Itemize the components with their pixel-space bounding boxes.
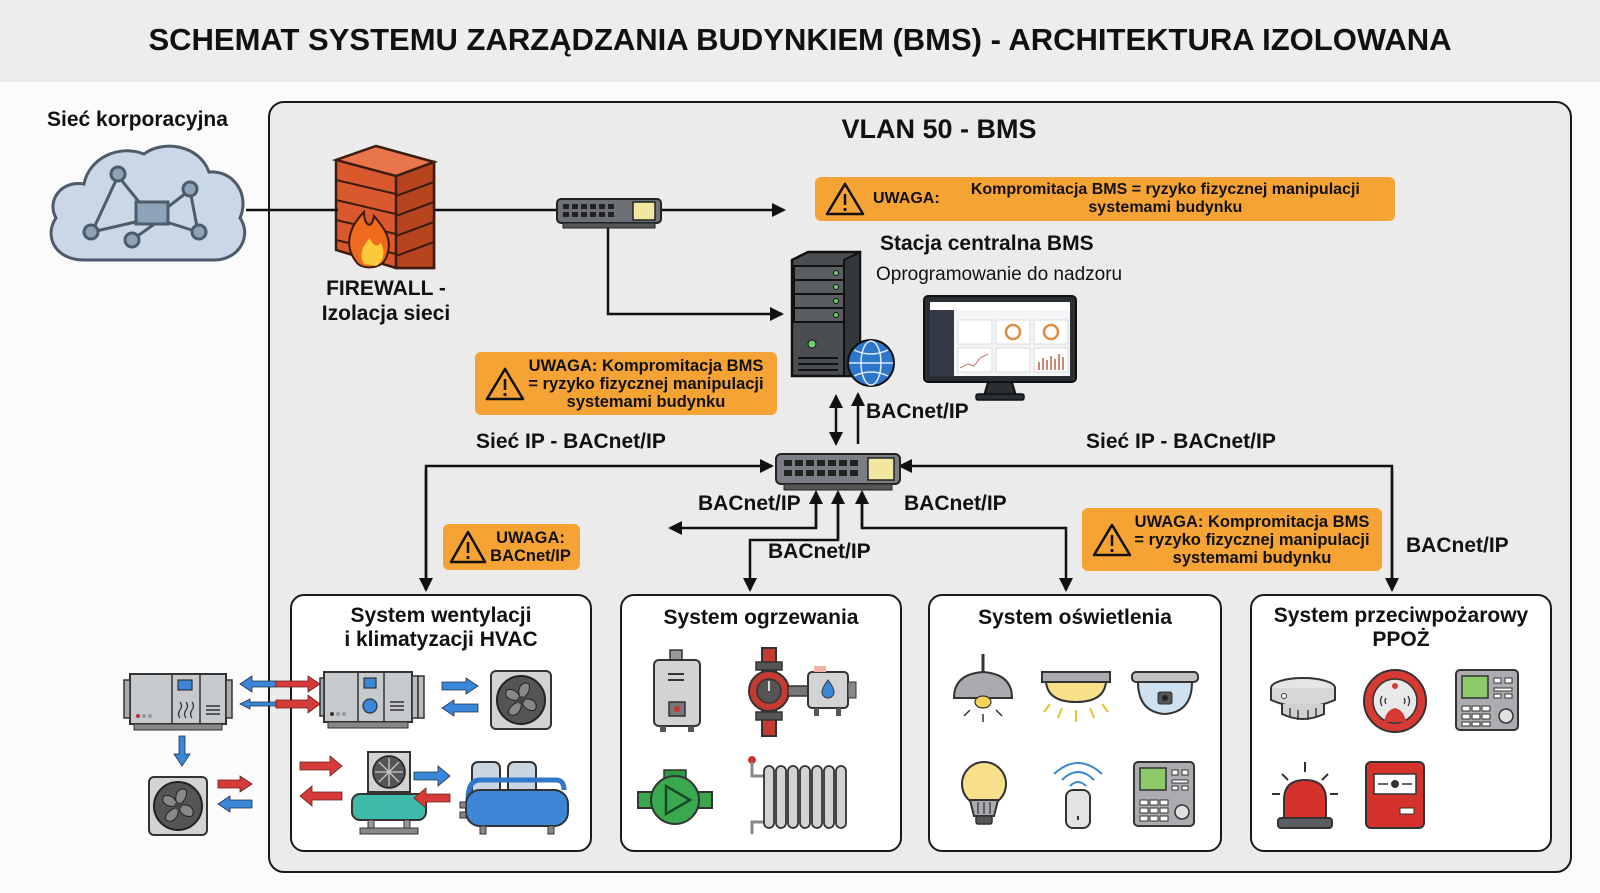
boiler-icon [653, 649, 701, 732]
label-fire: BACnet/IP [1406, 534, 1509, 557]
warning-line1: UWAGA: Kompromitacja BMS [528, 356, 764, 375]
subsystem-heating-title: System ogrzewania [663, 606, 859, 629]
warning-text: UWAGA: Kompromitacja BMS = ryzyko fizycz… [525, 357, 767, 411]
label-server-link: BACnet/IP [866, 400, 969, 423]
warning-line1: UWAGA: [496, 529, 565, 547]
air-handling-unit-icon [319, 671, 425, 729]
warning-badge-small: UWAGA: BACnet/IP [443, 524, 580, 570]
warning-line3: systemami budynku [1172, 548, 1332, 567]
title-line2: PPOŻ [1372, 628, 1430, 651]
warning-line1: Kompromitacja BMS = ryzyko fizycznej man… [970, 181, 1360, 198]
server-tower-icon [790, 250, 862, 378]
warning-prefix: UWAGA: [873, 190, 940, 207]
ceiling-light-icon [1041, 671, 1111, 722]
warning-line3: systemami budynku [566, 392, 726, 411]
beacon-light-icon [1272, 762, 1338, 829]
corporate-network-label: Sieć korporacyjna [47, 108, 228, 131]
firewall-label-line2: Izolacja sieci [321, 302, 451, 325]
hvac-flow-arrows [239, 675, 321, 714]
core-switch-icon [775, 453, 901, 491]
warning-text: Kompromitacja BMS = ryzyko fizycznej man… [946, 181, 1385, 217]
manual-call-point-icon [1365, 761, 1425, 829]
chiller-flow-arrows [413, 765, 451, 809]
warning-badge-middle: UWAGA: Kompromitacja BMS = ryzyko fizycz… [475, 352, 777, 415]
control-panel-icon [1133, 761, 1195, 827]
warning-line2: systemami budynku [1088, 199, 1243, 216]
title-line2: i klimatyzacji HVAC [344, 628, 538, 651]
label-right-network: Sieć IP - BACnet/IP [1086, 430, 1276, 453]
monitor-dashboard-icon [923, 295, 1077, 401]
warning-badge-top: UWAGA: Kompromitacja BMS = ryzyko fizycz… [815, 177, 1395, 221]
central-station-title: Stacja centralna BMS [880, 232, 1094, 255]
radiator-icon [748, 756, 847, 834]
chiller-tank-icon [459, 761, 569, 835]
warning-icon [1092, 523, 1132, 556]
down-arrow-blue [173, 735, 191, 767]
led-bulb-icon [961, 761, 1007, 825]
link-switch-server [606, 224, 784, 321]
motion-sensor-icon [1053, 762, 1103, 829]
subsystem-lighting-title: System oświetlenia [978, 606, 1172, 629]
smoke-detector-icon [1270, 677, 1336, 720]
title-line1: System przeciwpożarowy [1273, 604, 1529, 627]
warning-text: UWAGA: Kompromitacja BMS = ryzyko fizycz… [1132, 513, 1372, 567]
air-handling-unit-outside-icon [123, 673, 233, 731]
firewall-label: FIREWALL - Izolacja sieci [300, 276, 472, 326]
cloud-network-icon [49, 144, 247, 262]
label-heating-left: BACnet/IP [698, 492, 801, 515]
page-title: SCHEMAT SYSTEMU ZARZĄDZANIA BUDYNKIEM (B… [148, 22, 1452, 57]
warning-line2: = ryzyko fizycznej manipulacji [528, 374, 764, 393]
warning-badge-right: UWAGA: Kompromitacja BMS = ryzyko fizycz… [1082, 508, 1382, 571]
central-station-subtitle: Oprogramowanie do nadzoru [876, 264, 1123, 285]
globe-icon [847, 339, 895, 387]
warning-line2: = ryzyko fizycznej manipulacji [1134, 530, 1370, 549]
subsystem-hvac-title: System wentylacji i klimatyzacji HVAC [292, 604, 590, 652]
firewall-label-line1: FIREWALL - [326, 277, 446, 300]
title-bar [0, 0, 1600, 82]
firewall-icon [331, 144, 439, 270]
title-line1: System wentylacji [350, 604, 532, 627]
compressor-flow-arrows-left [299, 755, 343, 807]
fan-flow-arrows [217, 775, 253, 813]
warning-text: UWAGA: BACnet/IP [487, 529, 574, 565]
circulation-pump-icon [637, 769, 713, 825]
warning-icon [825, 182, 865, 216]
vlan-title: VLAN 50 - BMS [841, 114, 1037, 144]
fire-alarm-panel-icon [1455, 669, 1519, 731]
warning-icon [449, 530, 487, 564]
fan-outside-icon [148, 776, 208, 836]
warning-line2: BACnet/IP [490, 547, 571, 565]
pendant-lamp-icon [952, 654, 1014, 722]
valve-actuator-icon [748, 647, 857, 737]
subsystem-fire-title: System przeciwpożarowy PPOŻ [1252, 604, 1550, 652]
compressor-fan-icon [351, 751, 427, 835]
warning-icon [485, 367, 525, 400]
ahu-flow-arrows [441, 677, 479, 717]
warning-line1: UWAGA: Kompromitacja BMS [1134, 512, 1370, 531]
fire-sounder-icon [1363, 669, 1427, 733]
label-lighting: BACnet/IP [904, 492, 1007, 515]
label-heating-down: BACnet/IP [768, 540, 871, 563]
label-left-network: Sieć IP - BACnet/IP [476, 430, 666, 453]
access-switch-icon [556, 198, 662, 229]
fan-icon [490, 670, 552, 730]
dome-camera-icon [1131, 671, 1199, 716]
